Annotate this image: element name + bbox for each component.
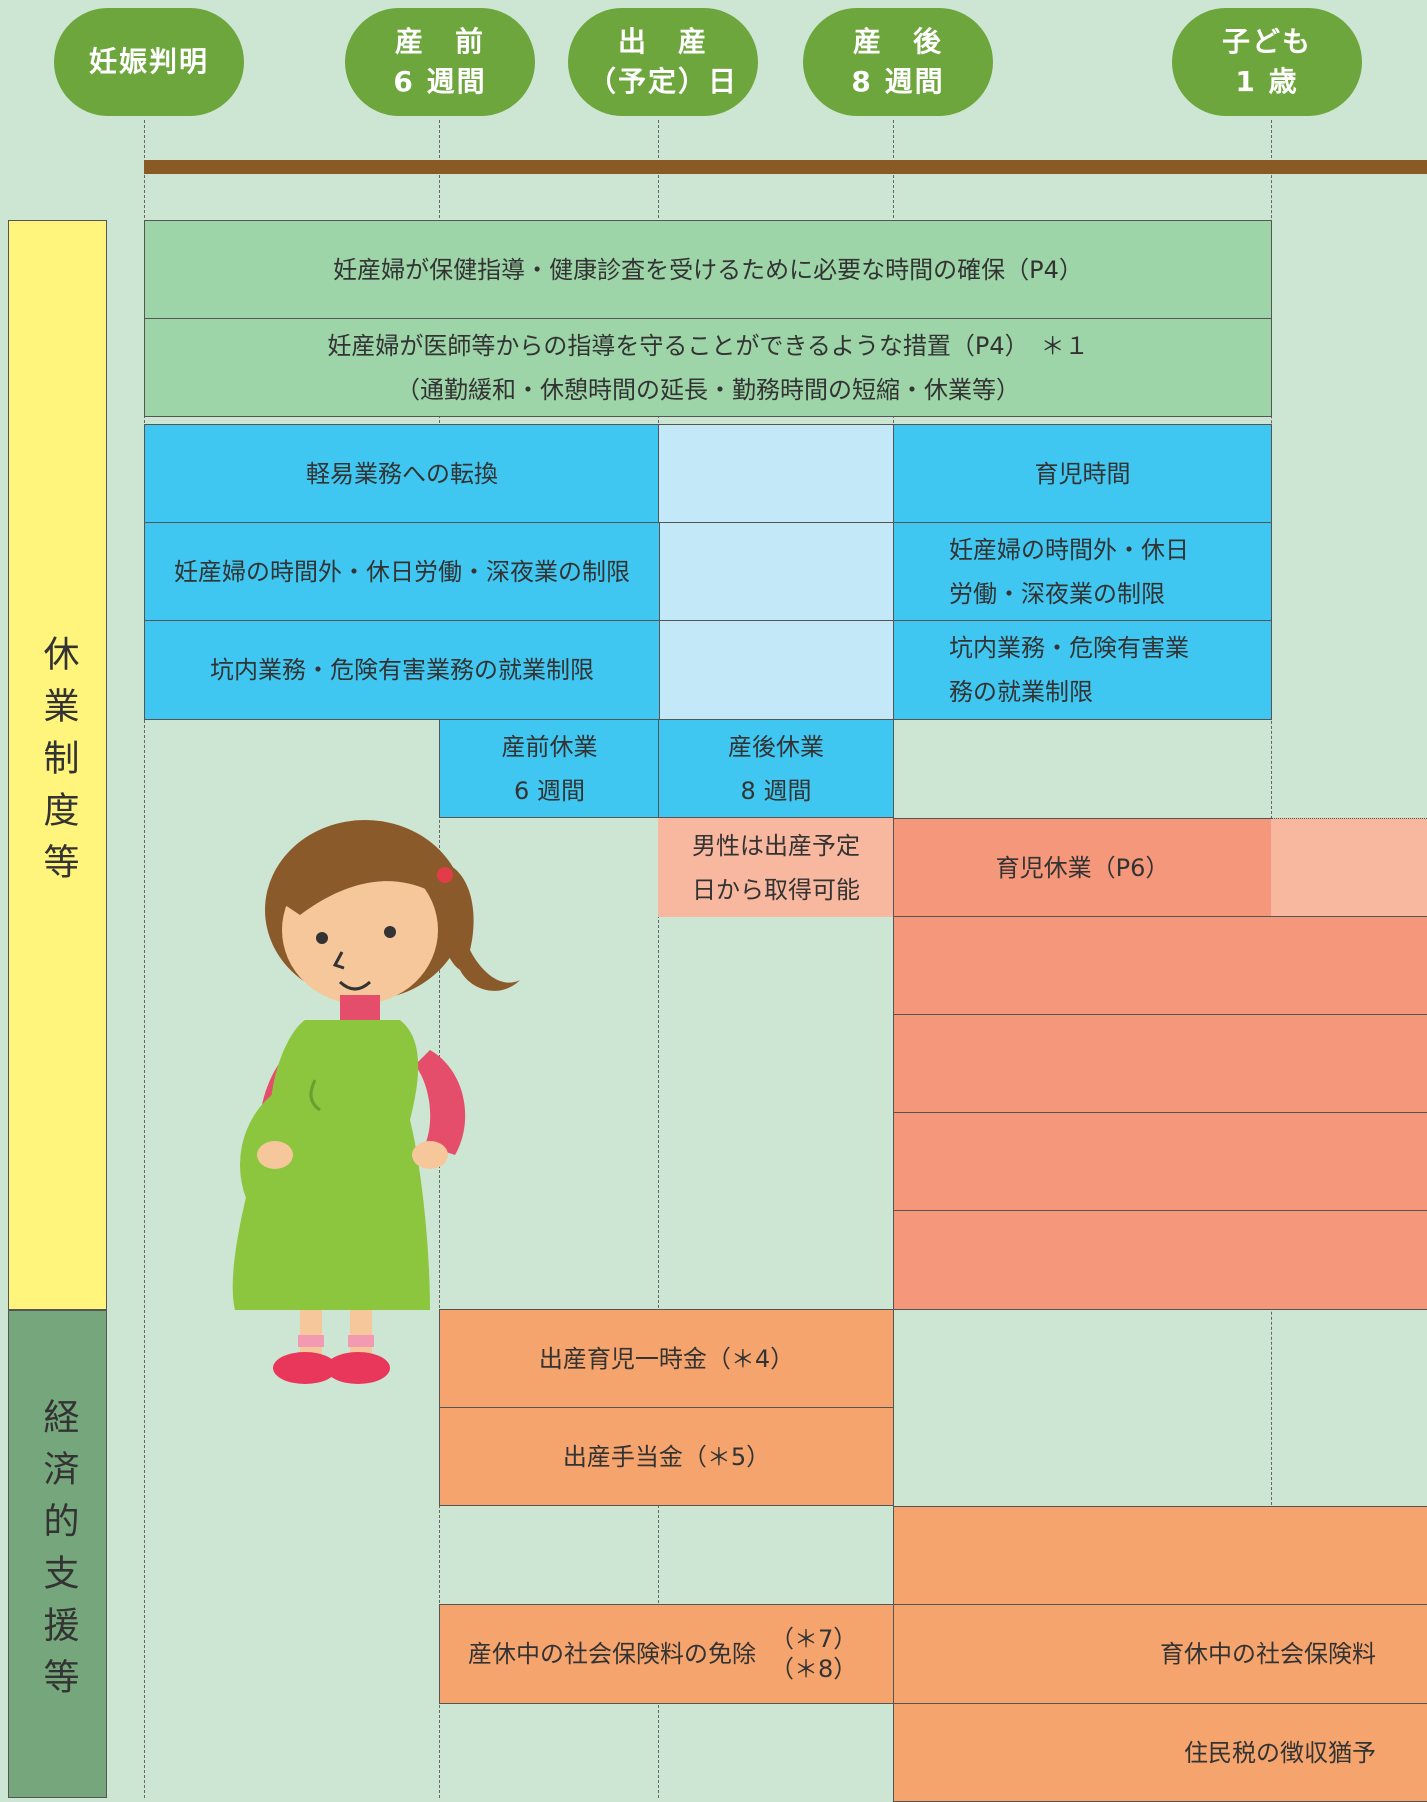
- male-leave-note-box: 男性は出産予定 日から取得可能: [658, 818, 894, 917]
- doctor-guidance-measures-row: 妊産婦が医師等からの指導を守ることができるような措置（P4） ＊１ （通勤緩和・…: [144, 318, 1272, 417]
- milestone-child-1-year: 子ども 1 歳: [1172, 8, 1362, 116]
- childcare-time-box: 育児時間: [893, 424, 1272, 523]
- resident-tax-deferral-box: 住民税の徴収猶予: [893, 1703, 1427, 1802]
- sidebar-economic-support-label: 経済的支援等: [37, 1398, 79, 1710]
- guide-line-birth: [658, 120, 659, 1798]
- guide-line-child: [1271, 120, 1272, 1510]
- birth-lump-sum-box: 出産育児一時金（＊4）: [439, 1309, 894, 1408]
- spacer-divider: [658, 620, 894, 621]
- light-work-transfer-box: 軽易業務への転換: [144, 424, 660, 523]
- guide-line-pregnancy: [144, 120, 145, 1798]
- sidebar-leave-system-label: 休業制度等: [37, 635, 79, 895]
- childcare-insurance-box: 育休中の社会保険料: [893, 1604, 1427, 1704]
- orange-row-top: [893, 1506, 1427, 1605]
- health-checkup-time-row: 妊産婦が保健指導・健康診査を受けるために必要な時間の確保（P4）: [144, 220, 1272, 319]
- pregnant-woman-illustration: [232, 820, 520, 1384]
- maternity-insurance-exemption-box: 産休中の社会保険料の免除 （＊7） （＊8）: [439, 1604, 894, 1704]
- maternity-insurance-exemption-label: 産休中の社会保険料の免除: [468, 1640, 756, 1668]
- childcare-leave-extension: [1271, 818, 1427, 917]
- milestone-prenatal-6-weeks: 産 前 6 週間: [345, 8, 535, 116]
- spacer-divider: [658, 522, 894, 523]
- overtime-limit-postnatal-box: 妊産婦の時間外・休日 労働・深夜業の制限: [893, 522, 1272, 621]
- light-blue-spacer: [658, 424, 894, 720]
- milestone-pregnancy: 妊娠判明: [54, 8, 244, 116]
- milestone-postnatal-8-weeks: 産 後 8 週間: [803, 8, 993, 116]
- sidebar-economic-support: 経済的支援等: [8, 1310, 107, 1798]
- salmon-row-4: [893, 1210, 1427, 1310]
- maternity-insurance-notes: （＊7） （＊8）: [770, 1625, 858, 1683]
- sidebar-leave-system: 休業制度等: [8, 220, 107, 1310]
- milestone-birth-date: 出 産 （予定）日: [568, 8, 758, 116]
- postnatal-leave-box: 産後休業 8 週間: [658, 719, 894, 818]
- maternity-allowance-box: 出産手当金（＊5）: [439, 1407, 894, 1506]
- mining-work-limit-prenatal-box: 坑内業務・危険有害業務の就業制限: [144, 620, 660, 720]
- timeline-bar: [144, 160, 1427, 174]
- mining-work-limit-postnatal-box: 坑内業務・危険有害業 務の就業制限: [893, 620, 1272, 720]
- childcare-leave-box: 育児休業（P6）: [893, 818, 1272, 917]
- prenatal-leave-box: 産前休業 6 週間: [439, 719, 660, 818]
- overtime-limit-prenatal-box: 妊産婦の時間外・休日労働・深夜業の制限: [144, 522, 660, 621]
- salmon-row-3: [893, 1112, 1427, 1211]
- salmon-row-1: [893, 916, 1427, 1015]
- salmon-row-2: [893, 1014, 1427, 1113]
